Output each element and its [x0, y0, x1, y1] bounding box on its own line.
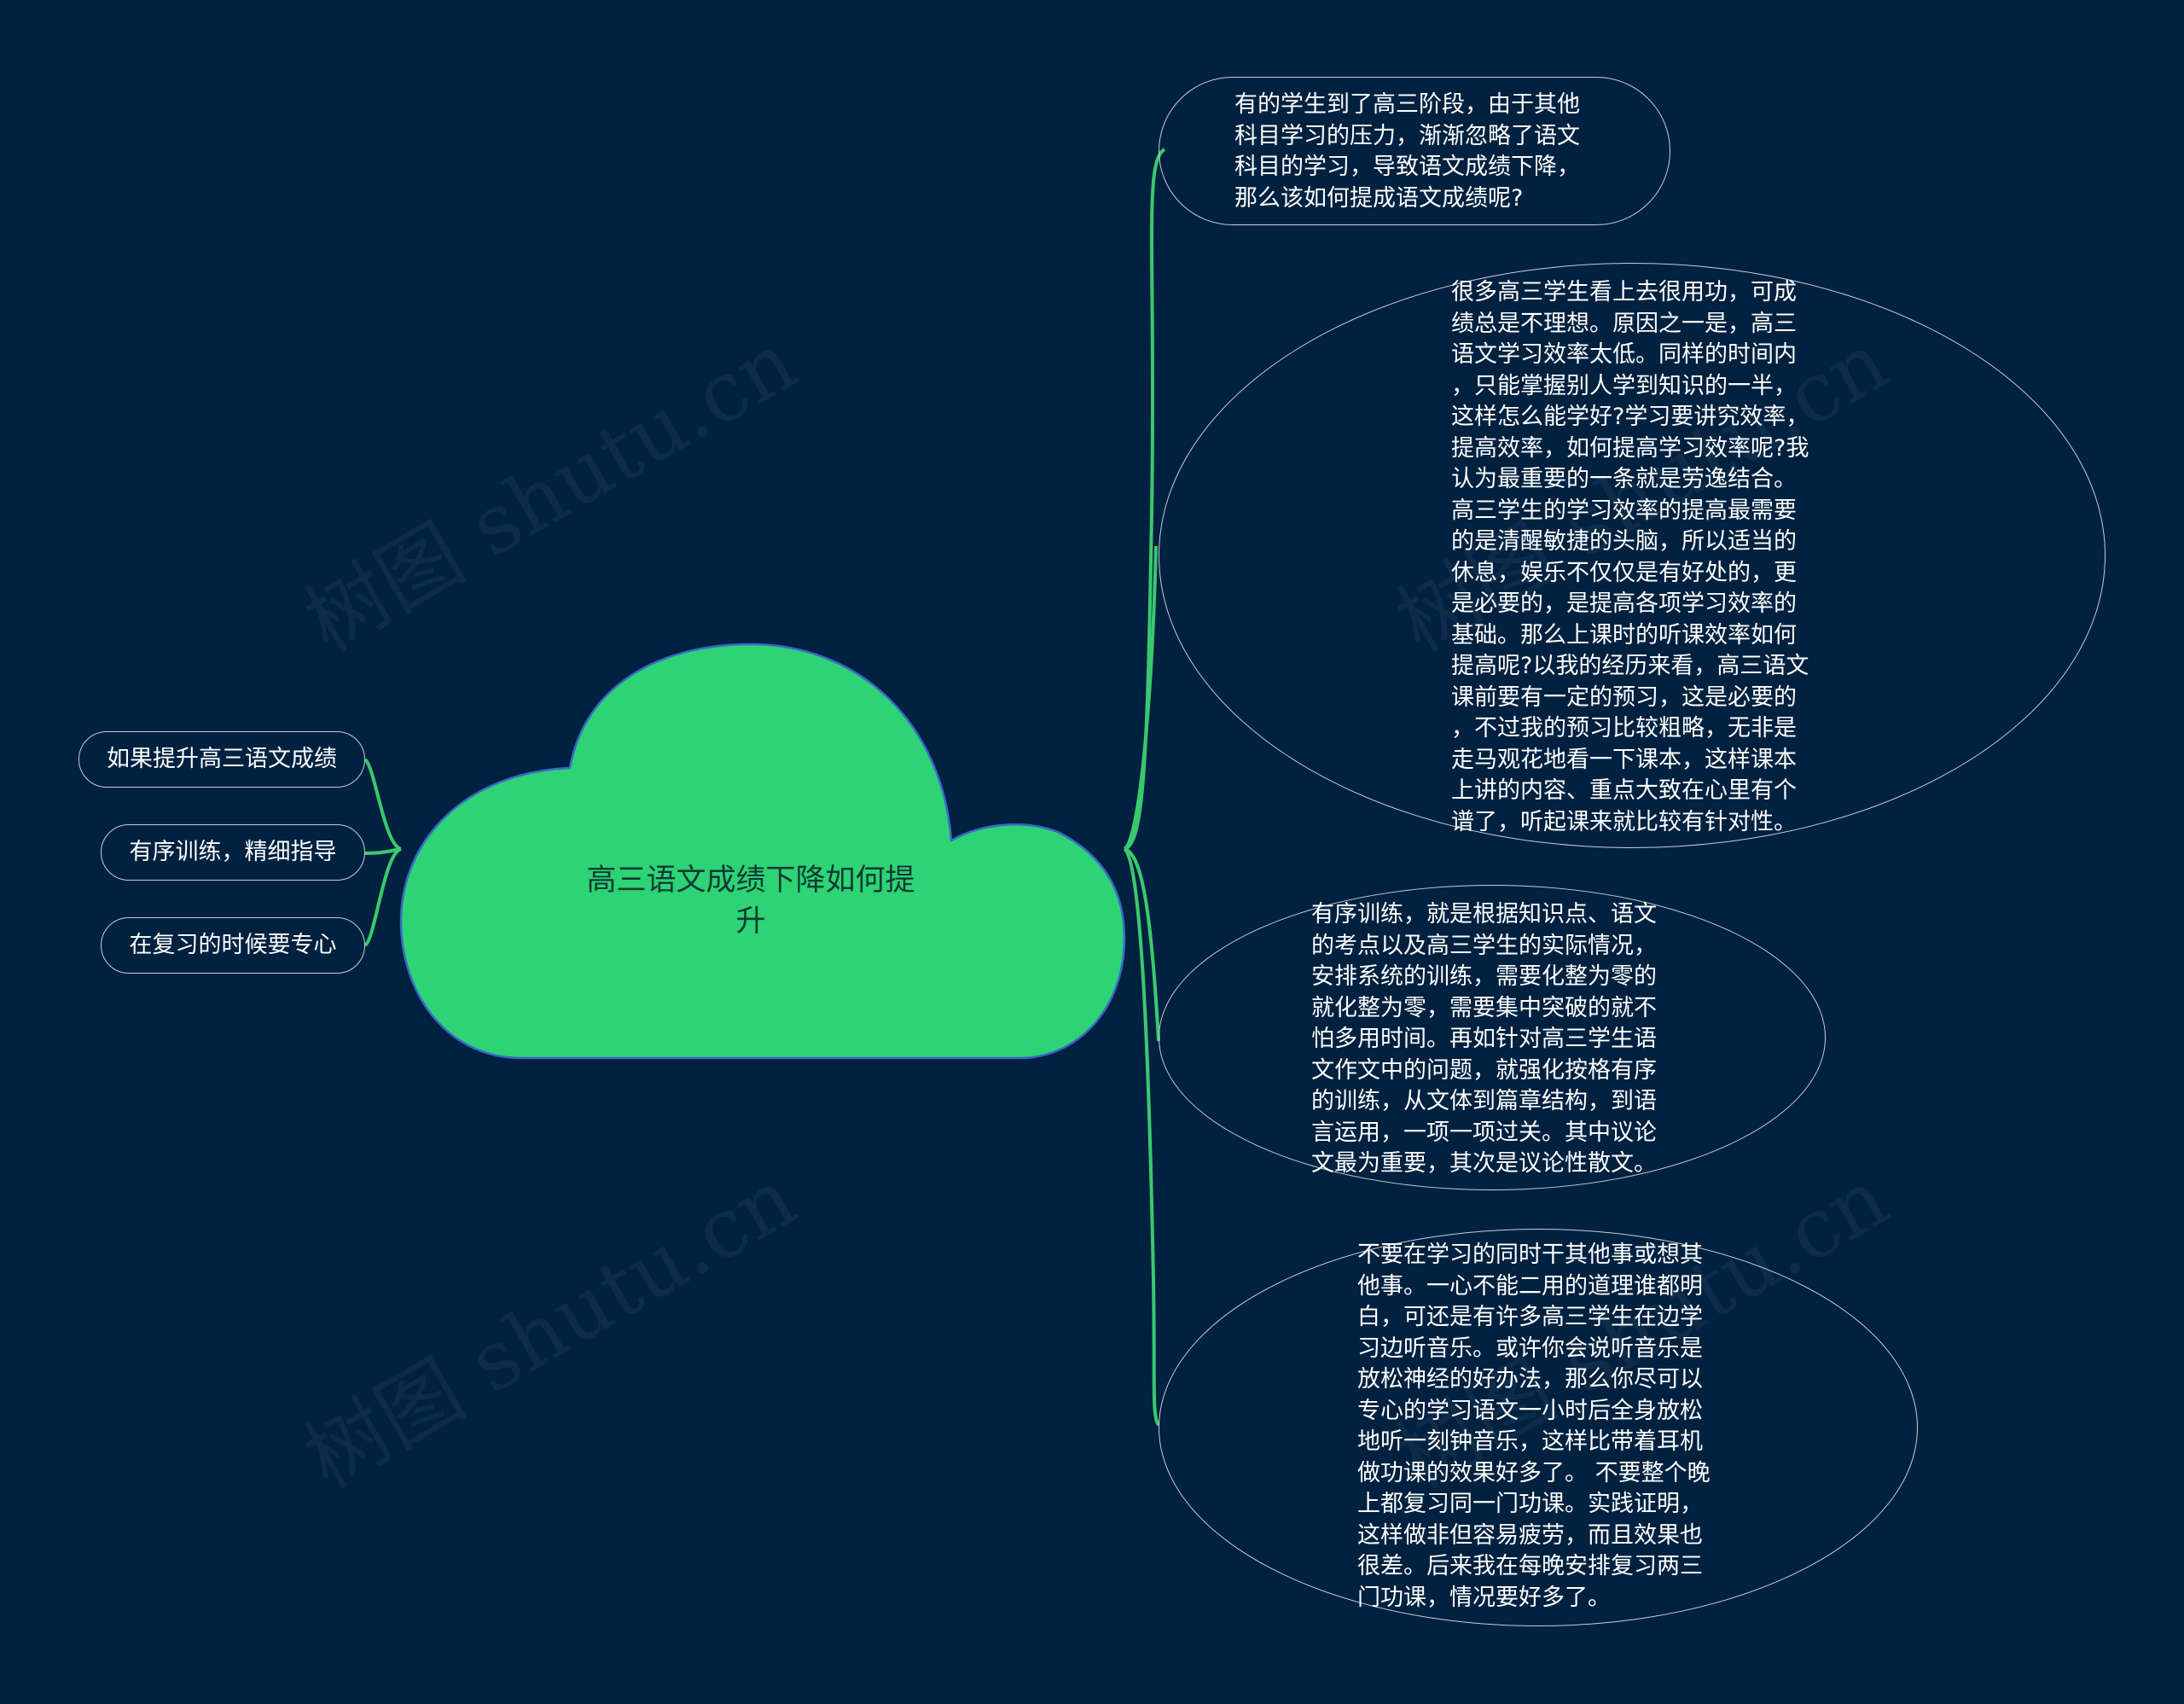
left-connectors: [363, 758, 403, 947]
left-topic-2[interactable]: 有序训练，精细指导: [101, 824, 365, 881]
right-topic-1-text: 有的学生到了高三阶段，由于其他 科目学习的压力，渐渐忽略了语文 科目的学习，导致…: [1234, 91, 1580, 212]
connector-left-1: [363, 758, 402, 851]
left-topic-3[interactable]: 在复习的时候要专心: [101, 917, 365, 974]
central-topic[interactable]: 高三语文成绩下降如何提 升: [586, 864, 915, 939]
connector-right-2: [1123, 545, 1158, 851]
connector-left-3: [363, 847, 403, 947]
right-topic-3[interactable]: 有序训练，就是根据知识点、语文 的考点以及高三学生的实际情况， 安排系统的训练，…: [1159, 885, 1826, 1190]
connector-right-4: [1123, 847, 1160, 1427]
right-topic-2[interactable]: 很多高三学生看上去很用功，可成 绩总是不理想。原因之一是，高三 语文学习效率太低…: [1159, 263, 2106, 848]
right-topic-4[interactable]: 不要在学习的同时干其他事或想其 他事。一心不能二用的道理谁都明 白，可还是有许多…: [1159, 1229, 1918, 1626]
left-topic-1[interactable]: 如果提升高三语文成绩: [78, 731, 365, 788]
connector-right-1: [1124, 148, 1166, 851]
right-topic-1[interactable]: 有的学生到了高三阶段，由于其他 科目学习的压力，渐渐忽略了语文 科目的学习，导致…: [1159, 77, 1670, 225]
right-connectors: [1123, 148, 1166, 1427]
connector-right-3: [1124, 847, 1160, 1042]
right-topic-3-text: 有序训练，就是根据知识点、语文 的考点以及高三学生的实际情况， 安排系统的训练，…: [1311, 901, 1657, 1177]
right-topic-2-text: 很多高三学生看上去很用功，可成 绩总是不理想。原因之一是，高三 语文学习效率太低…: [1451, 279, 1809, 835]
center-cloud: [399, 643, 1126, 1060]
right-topic-4-text: 不要在学习的同时干其他事或想其 他事。一心不能二用的道理谁都明 白，可还是有许多…: [1357, 1242, 1711, 1611]
